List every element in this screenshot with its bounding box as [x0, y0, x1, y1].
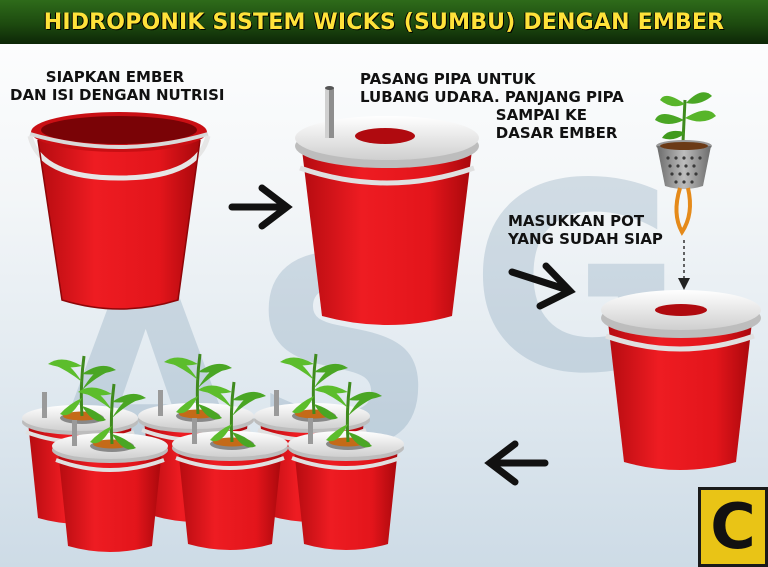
step3-label: MASUKKAN POT YANG SUDAH SIAP — [508, 212, 663, 248]
net-pot-with-plant — [655, 92, 716, 290]
planted-bucket — [52, 383, 168, 552]
badge-letter: C — [710, 490, 756, 563]
arrow-left — [484, 440, 549, 486]
bucket-step3 — [601, 290, 761, 470]
step1-label: SIAPKAN EMBER DAN ISI DENGAN NUTRISI — [10, 68, 225, 104]
title-banner: HIDROPONIK SISTEM WICKS (SUMBU) DENGAN E… — [0, 0, 768, 44]
planted-bucket — [288, 381, 404, 550]
bucket-step2 — [295, 86, 479, 325]
page-title: HIDROPONIK SISTEM WICKS (SUMBU) DENGAN E… — [43, 9, 725, 35]
step-badge: C — [698, 487, 768, 567]
arrow-right — [228, 184, 293, 230]
step2-label: PASANG PIPA UNTUK LUBANG UDARA. PANJANG … — [360, 70, 624, 142]
bucket-group-finished — [22, 353, 404, 552]
bucket-step1 — [27, 112, 211, 310]
arrow-diagonal — [508, 262, 576, 310]
planted-bucket — [172, 381, 288, 550]
